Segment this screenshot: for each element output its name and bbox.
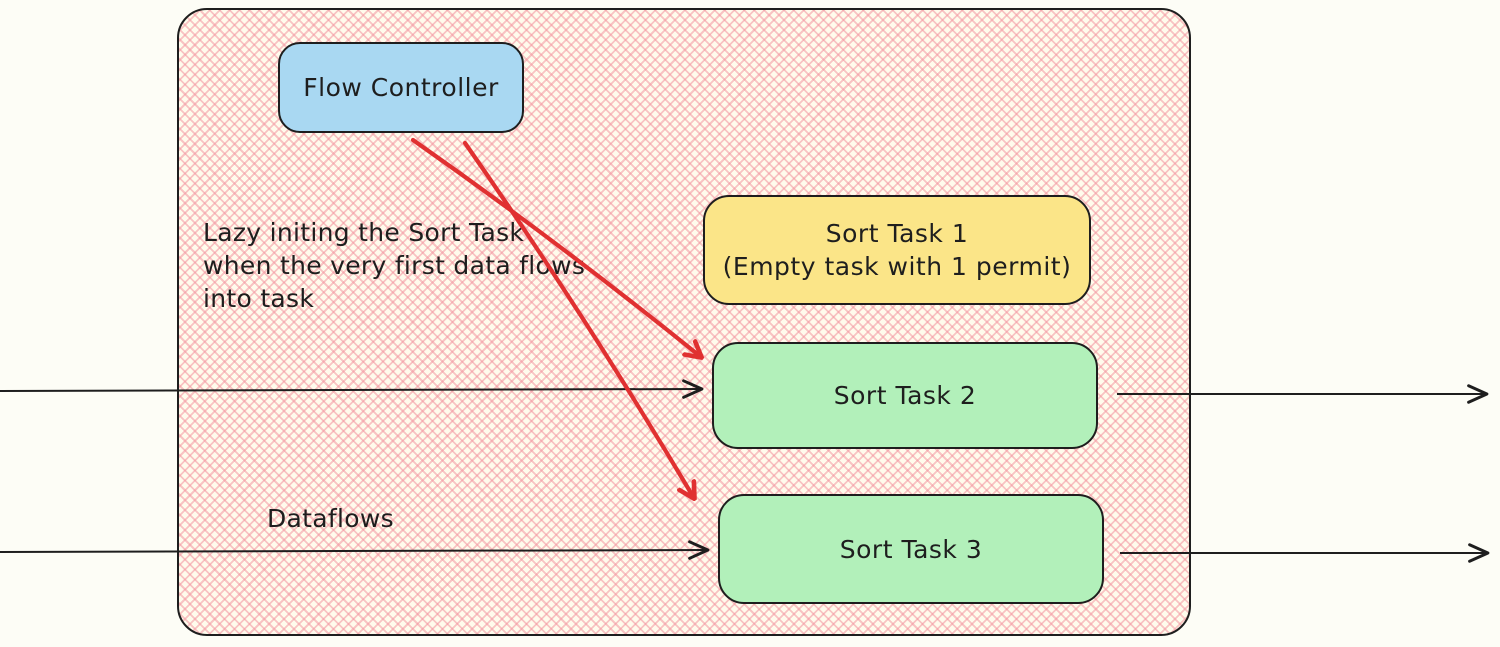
node-sort-task-3: Sort Task 3 — [718, 494, 1104, 604]
node-flow-controller: Flow Controller — [278, 42, 524, 133]
node-sort-task-1-sublabel: (Empty task with 1 permit) — [722, 252, 1072, 281]
lazy-init-note: Lazy initing the Sort Task when the very… — [203, 218, 586, 313]
node-flow-controller-label: Flow Controller — [303, 73, 499, 102]
dataflows-label: Dataflows — [267, 504, 394, 533]
node-sort-task-2-label: Sort Task 2 — [833, 381, 977, 410]
node-sort-task-3-label: Sort Task 3 — [839, 534, 983, 564]
node-sort-task-1: Sort Task 1 (Empty task with 1 permit) — [703, 195, 1091, 305]
node-sort-task-1-label: Sort Task 1 — [825, 219, 969, 248]
node-sort-task-2: Sort Task 2 — [712, 342, 1098, 449]
